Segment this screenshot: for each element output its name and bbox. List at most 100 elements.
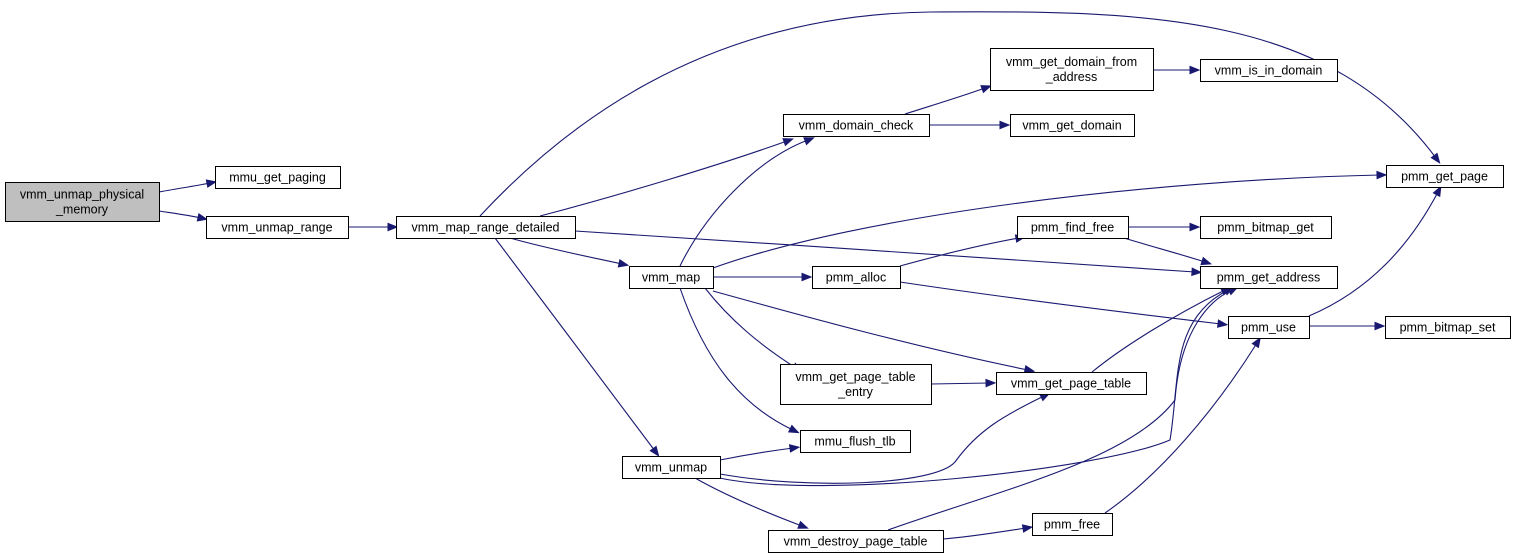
node-pmm-find-free[interactable]: pmm_find_free	[1017, 216, 1129, 239]
edge-vmm_map-to-pmm_alloc	[713, 272, 813, 282]
arrowhead	[1217, 319, 1229, 328]
node-pmm-free[interactable]: pmm_free	[1032, 513, 1113, 536]
arrowhead	[1189, 222, 1201, 232]
node-label: vmm_unmap_range	[221, 221, 332, 235]
edge-vmm_get_domain_from_address-to-vmm_is_in_domain	[1153, 65, 1201, 75]
arrowhead	[1191, 267, 1203, 277]
node-vmm-destroy-page-table[interactable]: vmm_destroy_page_table	[768, 530, 944, 553]
arrowhead	[1376, 170, 1388, 180]
arrowhead	[801, 272, 813, 282]
node-box	[5, 182, 160, 222]
node-label: vmm_get_page_table	[1011, 377, 1131, 391]
edge-vmm_destroy_page_table-to-pmm_get_address	[887, 286, 1239, 531]
node-vmm-get-domain-from-address[interactable]: vmm_get_domain_from_address	[990, 48, 1154, 91]
node-label: pmm_find_free	[1031, 221, 1114, 235]
arrowhead	[1430, 152, 1441, 164]
arrowhead	[1251, 336, 1261, 349]
node-pmm-get-address[interactable]: pmm_get_address	[1200, 266, 1338, 289]
edge-vmm_map_range_detailed-to-pmm_get_address	[574, 230, 1203, 277]
node-vmm-map[interactable]: vmm_map	[629, 266, 714, 289]
edge-vmm_get_page_table-to-pmm_get_address	[1091, 286, 1232, 373]
node-pmm-use[interactable]: pmm_use	[1228, 316, 1310, 339]
arrowhead	[617, 259, 630, 268]
edge-vmm_unmap-to-mmu_flush_tlb	[719, 444, 801, 461]
edge-root-to-vmm_unmap_range	[158, 210, 209, 222]
arrowhead	[1374, 321, 1386, 331]
node-box	[768, 530, 944, 553]
node-label: pmm_get_address	[1217, 271, 1321, 285]
node-label: _address	[1045, 70, 1097, 84]
arrowhead	[985, 378, 997, 388]
node-label: pmm_use	[1241, 321, 1296, 335]
node-box	[622, 456, 721, 479]
node-vmm-get-domain[interactable]: vmm_get_domain	[1010, 114, 1135, 137]
edge-vmm_unmap-to-vmm_destroy_page_table	[694, 477, 809, 529]
node-box	[629, 266, 714, 289]
node-box	[1200, 216, 1332, 239]
edge-pmm_find_free-to-pmm_bitmap_get	[1128, 222, 1201, 232]
edge-vmm_domain_check-to-vmm_get_domain_from_address	[904, 85, 992, 115]
edge-vmm_map_range_detailed-to-vmm_domain_check	[539, 138, 794, 217]
node-box	[1386, 165, 1504, 188]
node-box	[206, 216, 349, 239]
node-box	[780, 364, 932, 405]
node-vmm-get-page-table[interactable]: vmm_get_page_table	[996, 372, 1147, 395]
node-vmm-unmap[interactable]: vmm_unmap	[622, 456, 721, 479]
node-label: vmm_get_domain_from	[1006, 55, 1137, 69]
node-root[interactable]: vmm_unmap_physical_memory	[5, 182, 160, 222]
arrowhead	[1432, 185, 1442, 198]
arrowhead	[1200, 256, 1213, 266]
arrowhead	[797, 520, 809, 529]
call-graph-edges	[158, 11, 1442, 540]
node-label: vmm_get_domain	[1022, 119, 1121, 133]
arrowhead	[1189, 65, 1201, 75]
arrowhead	[980, 85, 992, 94]
node-label: vmm_unmap	[635, 461, 707, 475]
node-label: pmm_bitmap_get	[1217, 221, 1314, 235]
arrowhead	[1023, 365, 1036, 374]
edge-pmm_use-to-pmm_bitmap_set	[1309, 321, 1386, 331]
node-vmm-map-range-detailed[interactable]: vmm_map_range_detailed	[396, 216, 576, 239]
node-label: vmm_domain_check	[799, 119, 914, 133]
node-box	[396, 216, 576, 239]
node-box	[812, 266, 901, 289]
node-pmm-get-page[interactable]: pmm_get_page	[1386, 165, 1504, 188]
arrowhead	[782, 138, 794, 147]
call-graph-nodes: vmm_unmap_physical_memorymmu_get_pagingv…	[5, 48, 1511, 553]
arrowhead	[788, 444, 801, 453]
node-label: vmm_map_range_detailed	[411, 221, 559, 235]
edge-vmm_unmap-to-vmm_get_page_table	[719, 392, 1051, 484]
node-box	[1200, 266, 1338, 289]
edge-vmm_map-to-pmm_get_page	[712, 170, 1388, 269]
node-mmu-flush-tlb[interactable]: mmu_flush_tlb	[800, 430, 911, 453]
node-mmu-get-paging[interactable]: mmu_get_paging	[215, 166, 341, 189]
node-pmm-bitmap-set[interactable]: pmm_bitmap_set	[1385, 316, 1511, 339]
node-box	[800, 430, 911, 453]
node-label: vmm_unmap_physical	[20, 188, 144, 202]
arrowhead	[387, 222, 399, 232]
node-label: pmm_free	[1044, 518, 1100, 532]
node-box	[1032, 513, 1113, 536]
edge-pmm_alloc-to-pmm_use	[899, 281, 1229, 328]
edge-pmm_alloc-to-pmm_find_free	[899, 234, 1027, 267]
node-vmm-get-page-table-entry[interactable]: vmm_get_page_table_entry	[780, 364, 932, 405]
node-label: vmm_get_page_table	[795, 370, 915, 384]
edge-pmm_find_free-to-pmm_get_address	[1123, 237, 1213, 266]
edge-vmm_map_range_detailed-to-pmm_get_page	[479, 11, 1441, 217]
arrowhead	[649, 445, 660, 457]
node-box	[1385, 316, 1511, 339]
edge-vmm_unmap_range-to-vmm_map_range_detailed	[348, 222, 399, 232]
node-pmm-bitmap-get[interactable]: pmm_bitmap_get	[1200, 216, 1332, 239]
node-box	[1010, 114, 1135, 137]
node-label: pmm_bitmap_set	[1400, 321, 1496, 335]
node-label: mmu_get_paging	[229, 171, 326, 185]
node-pmm-alloc[interactable]: pmm_alloc	[812, 266, 901, 289]
edge-root-to-mmu_get_paging	[158, 179, 218, 193]
edge-pmm_free-to-pmm_use	[1104, 336, 1261, 514]
node-vmm-domain-check[interactable]: vmm_domain_check	[783, 114, 930, 137]
node-box	[1017, 216, 1129, 239]
node-vmm-is-in-domain[interactable]: vmm_is_in_domain	[1200, 59, 1338, 82]
node-vmm-unmap-range[interactable]: vmm_unmap_range	[206, 216, 349, 239]
edge-vmm_map-to-vmm_domain_check	[679, 137, 815, 267]
